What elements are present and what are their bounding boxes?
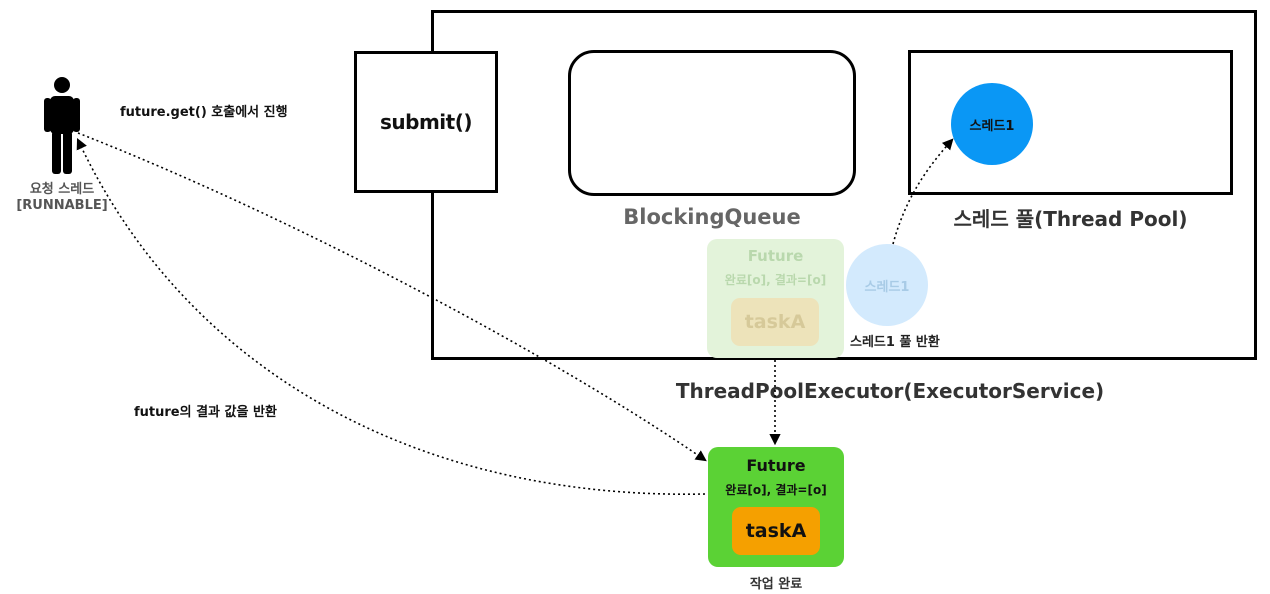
requester-name: 요청 스레드 (29, 182, 95, 197)
future-result-label: future의 결과 값을 반환 (134, 405, 277, 420)
future-active-box: Future 완료[o], 결과=[o] taskA (708, 447, 844, 567)
future-get-label: future.get() 호출에서 진행 (120, 105, 288, 120)
submit-box: submit() (354, 51, 498, 193)
blocking-queue-label: BlockingQueue (623, 205, 801, 229)
requester-state: [RUNNABLE] (16, 198, 108, 213)
thread1-faded-node: 스레드1 (846, 244, 928, 326)
future-faded-title: Future (747, 247, 804, 265)
person-icon (44, 77, 80, 174)
future-faded-status: 완료[o], 결과=[o] (724, 273, 827, 287)
executor-label: ThreadPoolExecutor(ExecutorService) (675, 379, 1105, 403)
thread-pool-label: 스레드 풀(Thread Pool) (953, 207, 1188, 231)
future-faded-task: taskA (731, 298, 819, 346)
future-active-title: Future (746, 456, 806, 475)
task-done-label: 작업 완료 (749, 577, 803, 592)
future-active-status: 완료[o], 결과=[o] (725, 483, 827, 497)
blocking-queue-box (568, 50, 856, 196)
future-faded-box: Future 완료[o], 결과=[o] taskA (707, 239, 844, 358)
thread1-node: 스레드1 (951, 83, 1033, 165)
pool-return-label: 스레드1 풀 반환 (850, 335, 940, 350)
future-active-task: taskA (732, 507, 820, 555)
